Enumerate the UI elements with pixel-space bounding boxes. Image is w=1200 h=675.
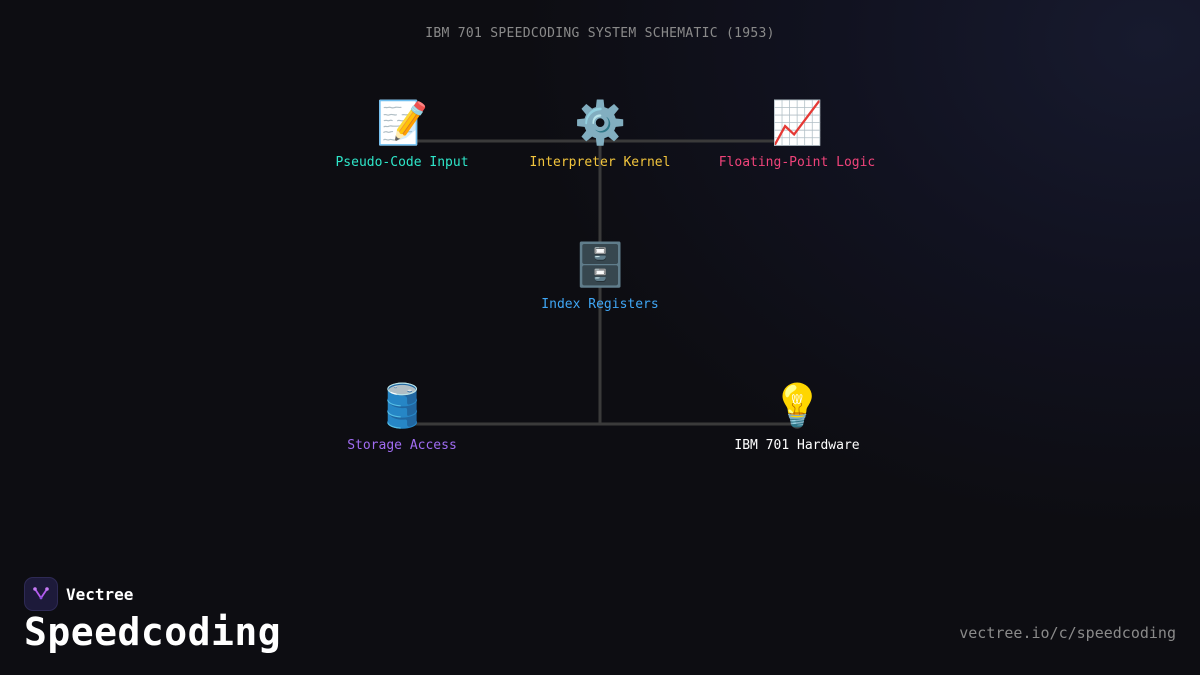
node-interpreter-kernel: ⚙️ Interpreter Kernel xyxy=(500,97,700,170)
memo-icon: 📝 xyxy=(376,98,429,147)
node-floating-point-logic: 📈 Floating-Point Logic xyxy=(697,97,897,170)
node-storage-access: 🛢️ Storage Access xyxy=(302,380,502,453)
node-label: Pseudo-Code Input xyxy=(335,155,469,170)
node-index-registers: 🗄️ Index Registers xyxy=(500,239,700,312)
node-label: IBM 701 Hardware xyxy=(734,438,860,453)
oil-drum-icon: 🛢️ xyxy=(376,381,429,430)
file-cabinet-icon: 🗄️ xyxy=(574,240,627,289)
node-label: Interpreter Kernel xyxy=(529,155,671,170)
brand-name: Vectree xyxy=(66,584,134,604)
node-ibm-701-hardware: 💡 IBM 701 Hardware xyxy=(697,380,897,453)
chart-increasing-icon: 📈 xyxy=(771,98,824,147)
node-pseudo-code-input: 📝 Pseudo-Code Input xyxy=(302,97,502,170)
node-label: Storage Access xyxy=(347,438,457,453)
page-url[interactable]: vectree.io/c/speedcoding xyxy=(959,624,1176,642)
page-title: Speedcoding xyxy=(24,610,282,654)
diagram-title: IBM 701 SPEEDCODING SYSTEM SCHEMATIC (19… xyxy=(425,26,775,41)
brand: Vectree xyxy=(24,577,133,611)
vectree-logo-icon xyxy=(24,577,58,611)
node-label: Index Registers xyxy=(541,297,659,312)
node-label: Floating-Point Logic xyxy=(718,155,876,170)
gear-icon: ⚙️ xyxy=(574,98,627,147)
light-bulb-icon: 💡 xyxy=(771,381,824,430)
